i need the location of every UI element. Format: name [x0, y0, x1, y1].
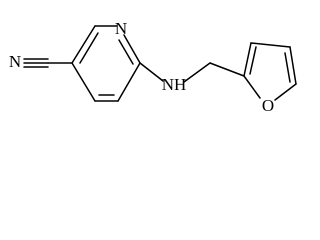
bond-c3-c2 — [117, 62, 141, 102]
furan-ring — [243, 42, 297, 101]
bond-c5-c4 — [71, 62, 96, 102]
bond-c6-c5 — [71, 25, 96, 64]
bond-c6-c5-inner — [79, 32, 99, 64]
molecule-structure: N N NH O — [9, 19, 297, 115]
bond-c2-nh — [139, 62, 164, 82]
bond-c4f-c5f-inner — [284, 52, 291, 83]
bond-o-c2f — [243, 75, 261, 99]
bond-c2-n1 — [123, 34, 141, 64]
bond-c2f-c3f — [243, 42, 252, 77]
bond-c4f-c5f — [289, 46, 297, 85]
bond-c3f-c4f — [250, 42, 291, 48]
amine-nh-label: NH — [162, 75, 187, 94]
bond-c2-n1-inner — [118, 39, 134, 65]
bond-nh-ch2 — [183, 62, 211, 83]
amine-linker — [139, 62, 245, 83]
nitrile-group — [23, 58, 73, 68]
nitrile-nitrogen-label: N — [9, 52, 21, 71]
bond-ch2-furan — [209, 62, 245, 77]
pyridine-ring — [71, 25, 141, 102]
furan-oxygen-label: O — [262, 96, 274, 115]
bond-c2f-c3f-inner — [249, 46, 257, 75]
bond-c5f-o — [274, 83, 297, 101]
pyridine-nitrogen-label: N — [115, 19, 127, 38]
